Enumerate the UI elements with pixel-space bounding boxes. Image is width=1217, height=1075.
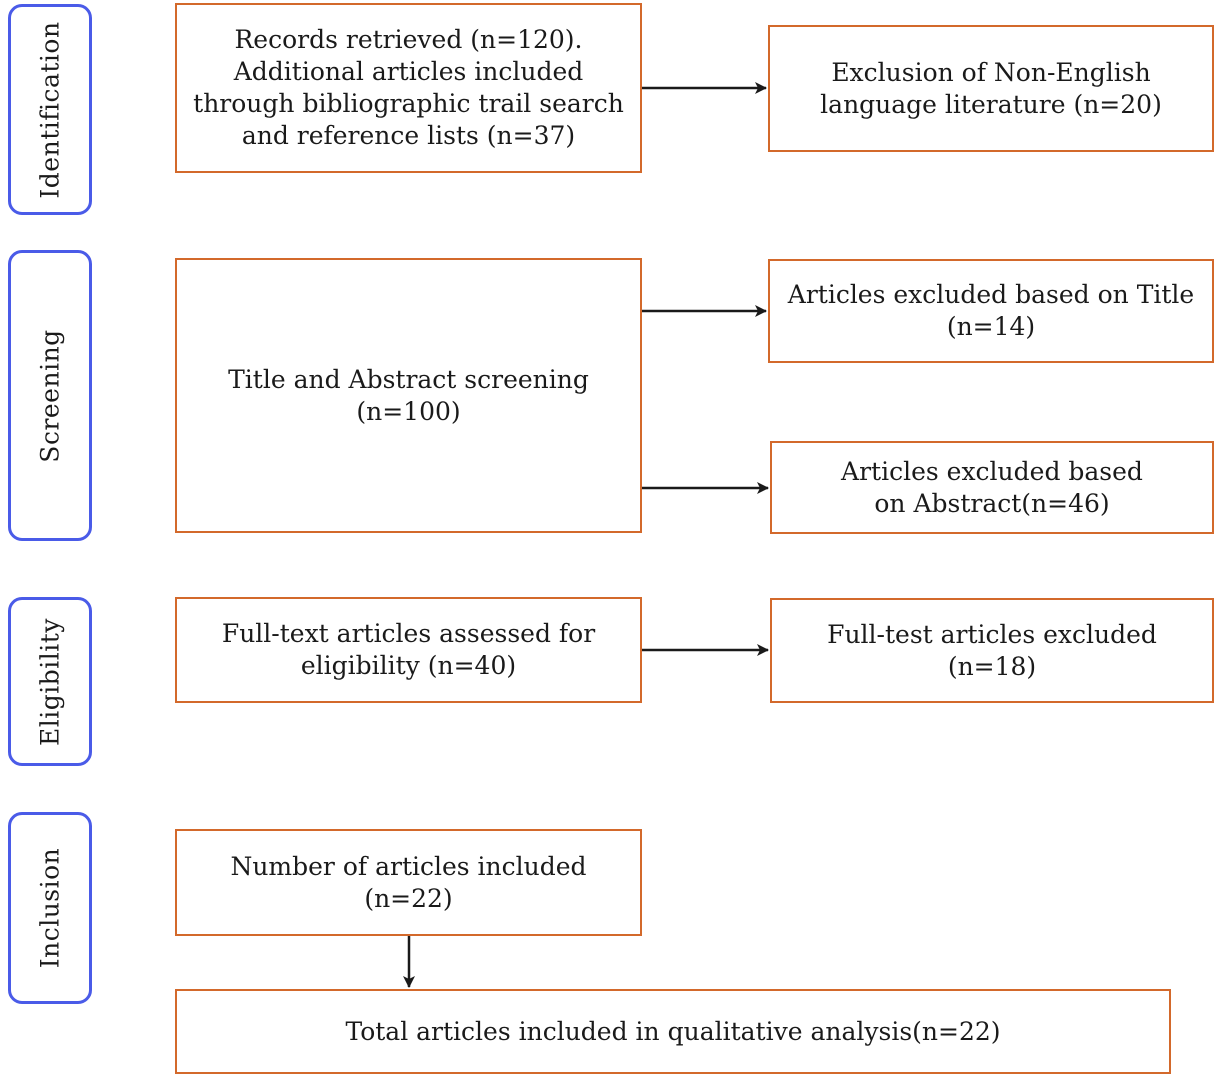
- title-abstract-screening-box: Title and Abstract screening (n=100): [175, 258, 642, 533]
- total-qualitative-box: Total articles included in qualitative a…: [175, 989, 1171, 1074]
- stage-identification: Identification: [8, 4, 92, 215]
- excluded-title-box: Articles excluded based on Title (n=14): [768, 259, 1214, 363]
- records-retrieved-text: Records retrieved (n=120). Additional ar…: [193, 25, 624, 150]
- number-included-text: Number of articles included (n=22): [230, 851, 587, 913]
- excluded-title-text: Articles excluded based on Title (n=14): [787, 280, 1195, 341]
- non-english-excluded-box: Exclusion of Non-English language litera…: [768, 25, 1214, 152]
- fulltext-excluded-text: Full-test articles excluded (n=18): [827, 619, 1157, 681]
- fulltext-assessed-box: Full-text articles assessed for eligibil…: [175, 597, 642, 703]
- title-abstract-screening-text: Title and Abstract screening (n=100): [228, 364, 589, 426]
- stage-inclusion: Inclusion: [8, 812, 92, 1004]
- excluded-abstract-box: Articles excluded based on Abstract(n=46…: [770, 441, 1214, 534]
- number-included-box: Number of articles included (n=22): [175, 829, 642, 936]
- records-retrieved-box: Records retrieved (n=120). Additional ar…: [175, 3, 642, 173]
- fulltext-assessed-text: Full-text articles assessed for eligibil…: [221, 619, 596, 680]
- stage-screening: Screening: [8, 250, 92, 541]
- stage-eligibility: Eligibility: [8, 597, 92, 766]
- total-qualitative-text: Total articles included in qualitative a…: [345, 1016, 1001, 1046]
- excluded-abstract-text: Articles excluded based on Abstract(n=46…: [841, 456, 1143, 518]
- fulltext-excluded-box: Full-test articles excluded (n=18): [770, 598, 1214, 703]
- non-english-excluded-text: Exclusion of Non-English language litera…: [820, 57, 1162, 119]
